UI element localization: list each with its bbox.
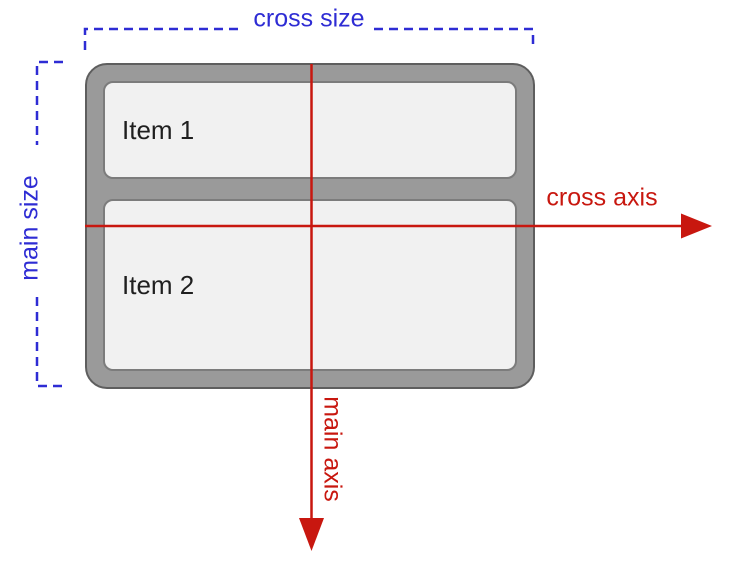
flex-item-2-label: Item 2: [122, 269, 195, 300]
cross-size-bracket-left: [83, 27, 240, 50]
cross-size-label: cross size: [253, 4, 365, 33]
main-size-bracket-top: [35, 60, 63, 145]
flex-item-1-label: Item 1: [122, 114, 195, 145]
main-size-bracket-bottom: [35, 297, 63, 388]
main-axis-label: main axis: [318, 396, 347, 502]
cross-axis-label: cross axis: [546, 183, 658, 212]
flex-container: Item 1 Item 2: [85, 63, 535, 389]
main-axis-arrowhead-icon: [299, 518, 324, 551]
flex-item-1: Item 1: [103, 81, 517, 179]
main-size-label: main size: [15, 175, 44, 281]
cross-size-bracket-right: [374, 27, 535, 50]
cross-axis-arrowhead-icon: [681, 213, 712, 239]
flex-item-2: Item 2: [103, 199, 517, 371]
